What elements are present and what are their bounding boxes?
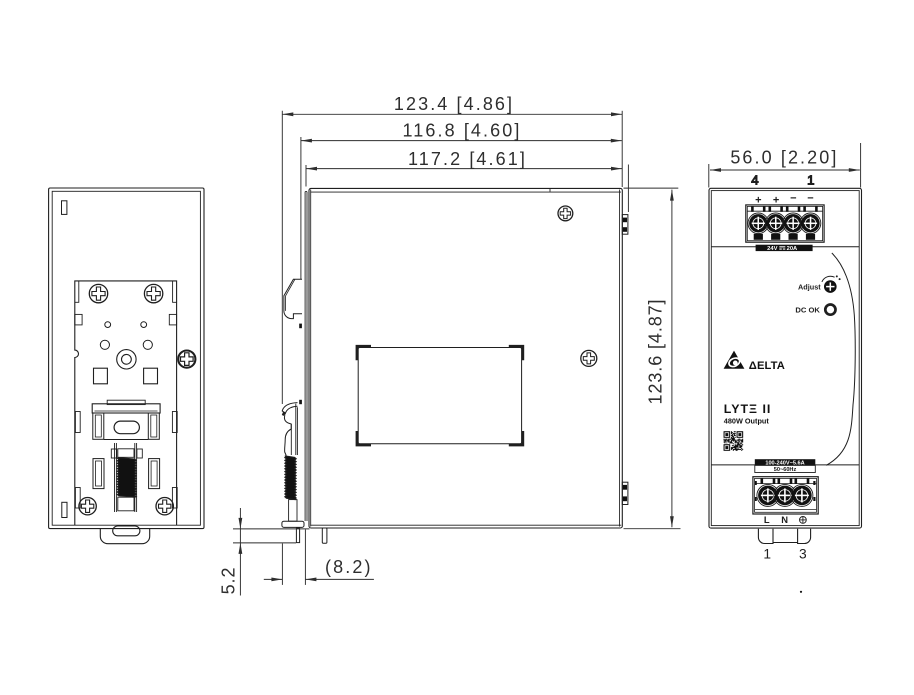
svg-text:20A: 20A bbox=[787, 246, 798, 252]
svg-text:−: − bbox=[790, 193, 796, 205]
svg-text:3: 3 bbox=[799, 546, 807, 561]
svg-text:100-240V~5.6A: 100-240V~5.6A bbox=[765, 460, 804, 466]
svg-text:123.6 [4.87]: 123.6 [4.87] bbox=[646, 299, 666, 405]
svg-text:116.8 [4.60]: 116.8 [4.60] bbox=[403, 121, 522, 141]
svg-text:+: + bbox=[773, 195, 779, 207]
svg-text:56.0 [2.20]: 56.0 [2.20] bbox=[730, 147, 838, 167]
svg-text:LYTΞ II: LYTΞ II bbox=[724, 402, 772, 416]
svg-text:117.2 [4.61]: 117.2 [4.61] bbox=[408, 149, 527, 169]
svg-text:DC OK: DC OK bbox=[795, 306, 820, 315]
svg-text:50~60Hz: 50~60Hz bbox=[774, 467, 797, 473]
svg-text:5.2: 5.2 bbox=[219, 567, 239, 595]
svg-text:L: L bbox=[764, 514, 770, 525]
svg-text:N: N bbox=[781, 514, 788, 525]
svg-text:4: 4 bbox=[751, 172, 758, 187]
svg-text:123.4 [4.86]: 123.4 [4.86] bbox=[394, 94, 514, 114]
svg-text:Adjust: Adjust bbox=[798, 282, 821, 291]
svg-text:(8.2): (8.2) bbox=[325, 557, 373, 577]
svg-text:1: 1 bbox=[807, 172, 814, 187]
svg-text:480W Output: 480W Output bbox=[724, 416, 770, 425]
svg-text:−: − bbox=[807, 193, 813, 205]
svg-text:24V: 24V bbox=[767, 246, 777, 252]
svg-text:ΔELTA: ΔELTA bbox=[749, 360, 785, 372]
svg-text:1: 1 bbox=[763, 546, 771, 561]
svg-text:+: + bbox=[755, 195, 761, 207]
